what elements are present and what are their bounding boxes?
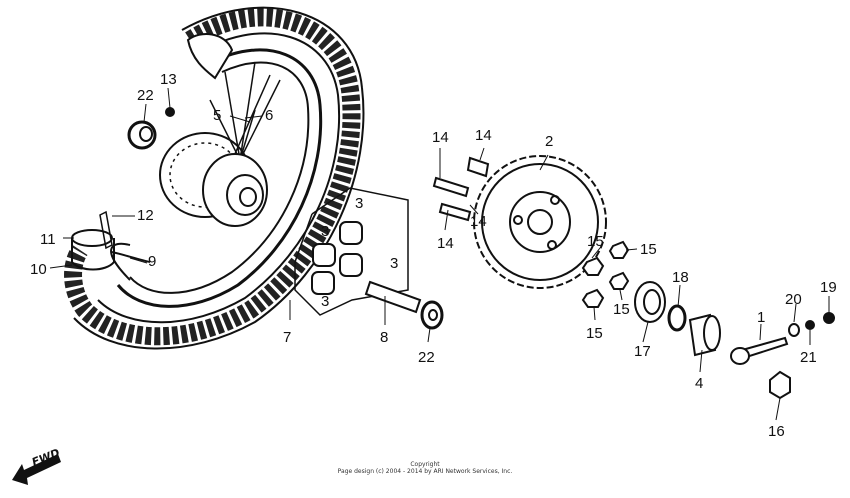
callout-20: 20 bbox=[785, 291, 802, 308]
callout-22: 22 bbox=[418, 349, 435, 366]
callout-3: 3 bbox=[390, 255, 399, 272]
washer-20 bbox=[788, 323, 800, 337]
callout-15: 15 bbox=[586, 325, 603, 342]
callout-15: 15 bbox=[613, 301, 630, 318]
chain-adjuster bbox=[730, 336, 789, 365]
copyright-footer: Copyright Page design (c) 2004 - 2014 by… bbox=[300, 461, 550, 475]
callout-9: 9 bbox=[148, 253, 157, 270]
fwd-arrow-icon bbox=[12, 454, 61, 485]
callout-4: 4 bbox=[695, 375, 704, 392]
rim-band bbox=[186, 33, 234, 80]
collar-4 bbox=[688, 313, 721, 357]
callout-14: 14 bbox=[475, 127, 492, 144]
bearing-left bbox=[127, 120, 157, 150]
copyright-line-2: Page design (c) 2004 - 2014 by ARI Netwo… bbox=[337, 468, 513, 475]
nut-21 bbox=[805, 320, 815, 330]
callout-7: 7 bbox=[283, 329, 292, 346]
callout-8: 8 bbox=[380, 329, 389, 346]
callout-13: 13 bbox=[160, 71, 177, 88]
callout-3: 3 bbox=[321, 223, 330, 240]
seal-13 bbox=[165, 107, 175, 117]
hub-brake-disc bbox=[159, 132, 268, 227]
sprocket-studs bbox=[432, 156, 490, 222]
damper-rubbers bbox=[311, 221, 363, 295]
axle-collar-8 bbox=[364, 280, 444, 330]
callout-14: 14 bbox=[437, 235, 454, 252]
tire bbox=[64, 6, 365, 350]
callout-14: 14 bbox=[432, 129, 449, 146]
callout-3: 3 bbox=[321, 293, 330, 310]
callout-3: 3 bbox=[355, 195, 364, 212]
callout-2: 2 bbox=[545, 133, 554, 150]
callout-10: 10 bbox=[30, 261, 47, 278]
callout-22: 22 bbox=[137, 87, 154, 104]
callout-1: 1 bbox=[757, 309, 766, 326]
callout-11: 11 bbox=[40, 231, 56, 248]
bearing-18 bbox=[667, 304, 687, 332]
sprocket-nuts bbox=[581, 240, 630, 308]
callout-16: 16 bbox=[768, 423, 785, 440]
axle-nut bbox=[769, 370, 791, 400]
callout-15: 15 bbox=[640, 241, 657, 258]
nut-19 bbox=[823, 312, 835, 324]
callout-6: 6 bbox=[265, 107, 274, 124]
lock-plate bbox=[634, 281, 666, 323]
sprocket bbox=[473, 155, 607, 289]
callout-18: 18 bbox=[672, 269, 689, 286]
leader-lines bbox=[49, 87, 830, 421]
callout-17: 17 bbox=[634, 343, 651, 360]
copyright-line-1: Copyright bbox=[410, 461, 440, 468]
callout-5: 5 bbox=[213, 107, 222, 124]
callout-19: 19 bbox=[820, 279, 837, 296]
callout-12: 12 bbox=[137, 207, 154, 224]
callout-15: 15 bbox=[587, 233, 604, 250]
rim bbox=[110, 48, 323, 308]
callout-14: 14 bbox=[470, 213, 487, 230]
callout-21: 21 bbox=[800, 349, 817, 366]
